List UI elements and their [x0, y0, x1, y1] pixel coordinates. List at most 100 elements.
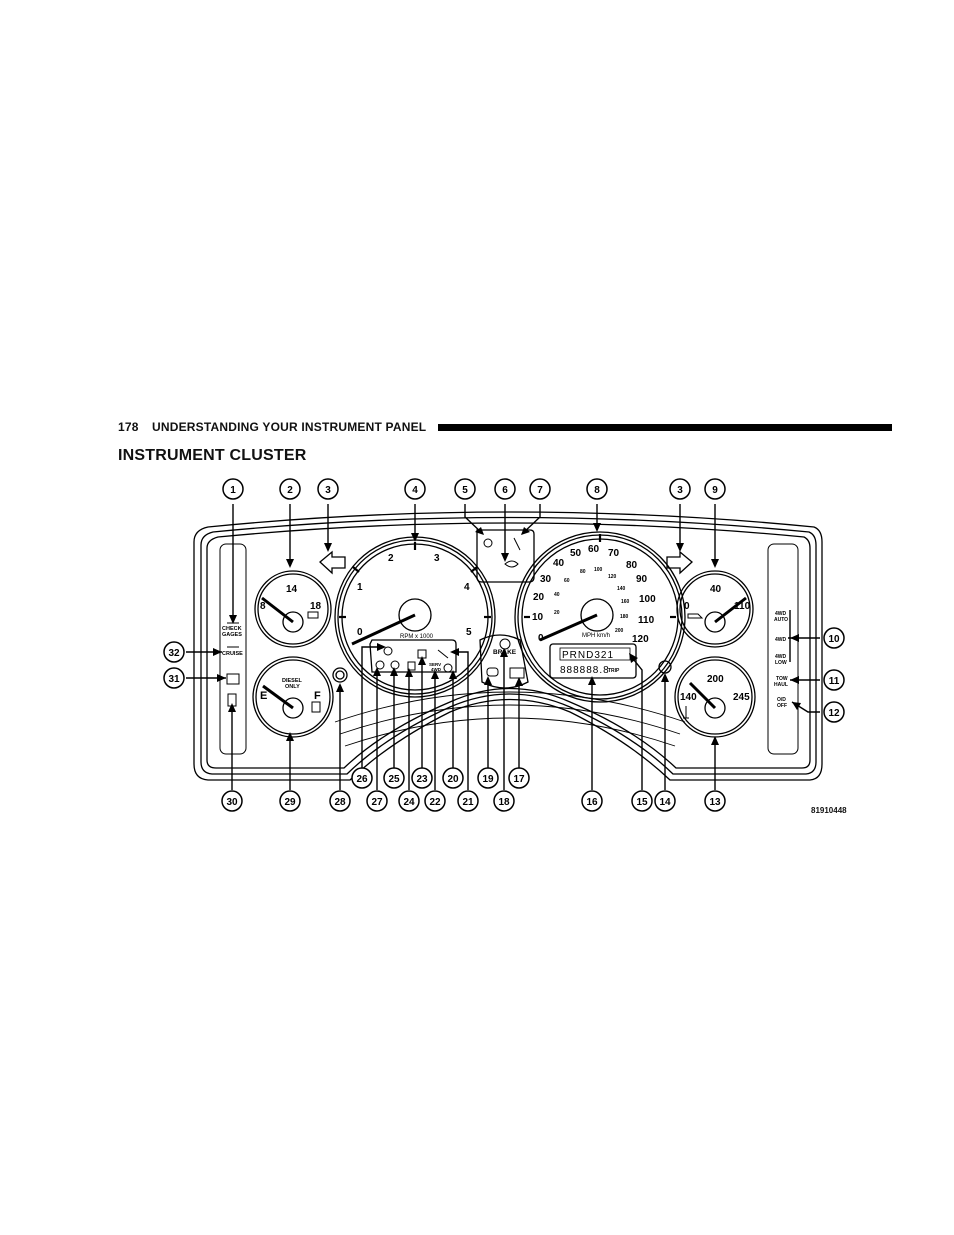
speedo-mph-50: 50 [570, 548, 582, 559]
speedo-mph-100: 100 [639, 594, 656, 605]
callout-32 [163, 641, 185, 663]
indicator-27-icon [375, 660, 385, 670]
fuel-label-line2: ONLY [285, 684, 300, 690]
brake-pod [479, 634, 529, 689]
airbag-icon [483, 538, 493, 548]
left-panel-label-3: CRUISE [222, 651, 243, 657]
right-panel-label-4: 4WD [775, 654, 787, 660]
top-warning-pod [476, 529, 535, 583]
speedo-mph-0: 0 [538, 633, 544, 644]
indicator-21-icon [437, 649, 449, 659]
callout-2-label: 2 [287, 485, 293, 496]
left-panel-label-2: GAGES [222, 632, 242, 638]
callout-21-label: 21 [462, 797, 474, 808]
voltmeter-tick-low: 8 [260, 601, 266, 612]
right-panel-label-2: AUTO [774, 617, 788, 623]
fuel-gauge [252, 656, 334, 738]
indicator-25-icon [390, 660, 400, 670]
speedo-mph-110: 110 [638, 615, 655, 626]
speedo-mph-90: 90 [636, 574, 648, 585]
indicator-23-icon [417, 649, 427, 659]
speedo-kmh-120: 120 [608, 574, 617, 580]
callout-20 [442, 767, 464, 789]
callout-1 [222, 478, 244, 500]
callout-3-left [317, 478, 339, 500]
right-panel-label-3: 4WD [775, 637, 787, 643]
callout-5-label: 5 [462, 485, 468, 496]
callout-28-label: 28 [334, 797, 346, 808]
coolant-temp-icon [683, 706, 689, 719]
odometer-digits: 888888.8 [560, 665, 610, 676]
speedo-kmh-80: 80 [580, 569, 586, 575]
speedo-mph-10: 10 [532, 612, 544, 623]
callout-6 [494, 478, 516, 500]
callout-19-label: 19 [482, 774, 494, 785]
callout-17-label: 17 [513, 774, 525, 785]
fuel-pump-icon [311, 701, 321, 713]
serv-4wd-label-line1: SERV [429, 662, 441, 667]
callout-11-label: 11 [829, 676, 840, 687]
leader-26 [361, 646, 384, 768]
speedo-kmh-40: 40 [554, 592, 560, 598]
callout-4-label: 4 [412, 485, 418, 496]
callout-1-label: 1 [230, 485, 236, 496]
speedo-mph-20: 20 [533, 592, 545, 603]
left-panel-label-1: CHECK [222, 626, 242, 632]
callout-27-label: 27 [371, 797, 383, 808]
voltmeter-gauge [254, 570, 332, 648]
callout-22-label: 22 [429, 797, 441, 808]
callout-3-right-label: 3 [677, 485, 683, 496]
callout-12-label: 12 [828, 708, 840, 719]
speedo-unit: MPH km/h [582, 633, 610, 639]
callout-10 [823, 627, 845, 649]
right-panel-label-9: OFF [777, 703, 787, 709]
callout-9-label: 9 [712, 485, 718, 496]
callout-28 [329, 790, 351, 812]
callout-15 [631, 790, 653, 812]
tach-tick-2: 2 [388, 553, 394, 564]
callout-7 [529, 478, 551, 500]
indicator-31-icon [226, 673, 240, 685]
callout-31 [163, 667, 185, 689]
right-panel-label-7: HAUL [774, 682, 788, 688]
callout-7-label: 7 [537, 485, 543, 496]
speedo-kmh-160: 160 [621, 599, 630, 605]
callout-24 [398, 790, 420, 812]
headlight-high-beam-icon [504, 560, 519, 568]
tach-tick-5: 5 [466, 627, 472, 638]
leader-10 [788, 610, 820, 662]
speedo-mph-60: 60 [588, 544, 600, 555]
callout-14 [654, 790, 676, 812]
abs-icon [486, 667, 499, 677]
callout-26-label: 26 [356, 774, 368, 785]
odometer-trip-label: TRIP [608, 668, 620, 674]
cluster-bezel-outer [193, 511, 823, 781]
speedo-kmh-60: 60 [564, 578, 570, 584]
oil-tick-high: 110 [734, 601, 751, 612]
callout-20-label: 20 [447, 774, 459, 785]
callout-16-label: 16 [586, 797, 598, 808]
tach-tick-4: 4 [464, 582, 470, 593]
speedo-mph-80: 80 [626, 560, 638, 571]
callout-29-label: 29 [284, 797, 296, 808]
temp-tick-low: 140 [680, 692, 697, 703]
voltmeter-tick-mid: 14 [286, 584, 298, 595]
callout-27 [366, 790, 388, 812]
indicator-24-icon [407, 661, 416, 671]
section-title: INSTRUMENT CLUSTER [118, 447, 307, 464]
callout-23 [411, 767, 433, 789]
callout-13 [704, 790, 726, 812]
callout-13-label: 13 [709, 797, 721, 808]
callout-32-label: 32 [168, 648, 180, 659]
callout-14-label: 14 [659, 797, 671, 808]
callout-3-right [669, 478, 691, 500]
figure-id: 81910448 [811, 806, 847, 815]
fuel-label-line1: DIESEL [282, 678, 303, 684]
serv-4wd-label-line2: 4WD [431, 667, 442, 672]
seatbelt-icon [513, 537, 521, 551]
callout-11 [823, 669, 845, 691]
callout-18 [493, 790, 515, 812]
speedo-mph-30: 30 [540, 574, 552, 585]
callout-18-label: 18 [498, 797, 510, 808]
brake-warning-icon [499, 638, 511, 650]
